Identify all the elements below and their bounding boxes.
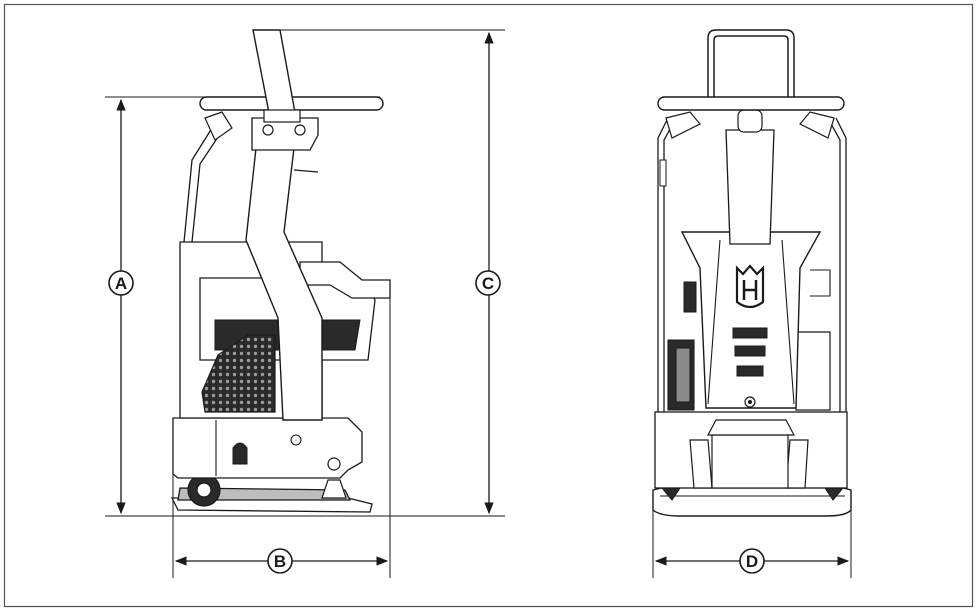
front-base-plate <box>652 485 852 517</box>
svg-text:B: B <box>274 552 286 571</box>
svg-text:D: D <box>746 552 758 571</box>
front-handle-bar[interactable] <box>657 96 845 111</box>
side-air-grille <box>201 334 276 413</box>
front-main-column <box>725 129 775 245</box>
side-base-plate <box>170 487 373 513</box>
front-vent-slot-2 <box>734 345 766 357</box>
diagram-frame <box>3 3 974 608</box>
front-upright-handle-loop[interactable] <box>707 29 795 97</box>
front-vent-slot-1 <box>732 327 768 339</box>
dimension-c-label: C <box>475 270 501 296</box>
svg-text:C: C <box>482 274 494 293</box>
dimension-a-label: A <box>108 270 134 296</box>
side-column-head <box>251 117 319 151</box>
side-main-column <box>245 147 323 421</box>
side-transport-wheel <box>187 473 221 507</box>
dimension-b-label: B <box>267 548 293 574</box>
side-lower-housing <box>172 417 363 479</box>
dimension-d-label: D <box>739 548 765 574</box>
side-top-bracket <box>299 261 391 299</box>
front-engine-cowl <box>680 231 822 409</box>
front-vent-slot-3 <box>736 365 764 377</box>
svg-text:A: A <box>115 274 127 293</box>
side-housing-slot <box>232 442 248 465</box>
front-view: D <box>652 29 852 578</box>
husqvarna-crown-logo-icon <box>735 264 765 309</box>
side-view: A C B <box>105 29 505 578</box>
